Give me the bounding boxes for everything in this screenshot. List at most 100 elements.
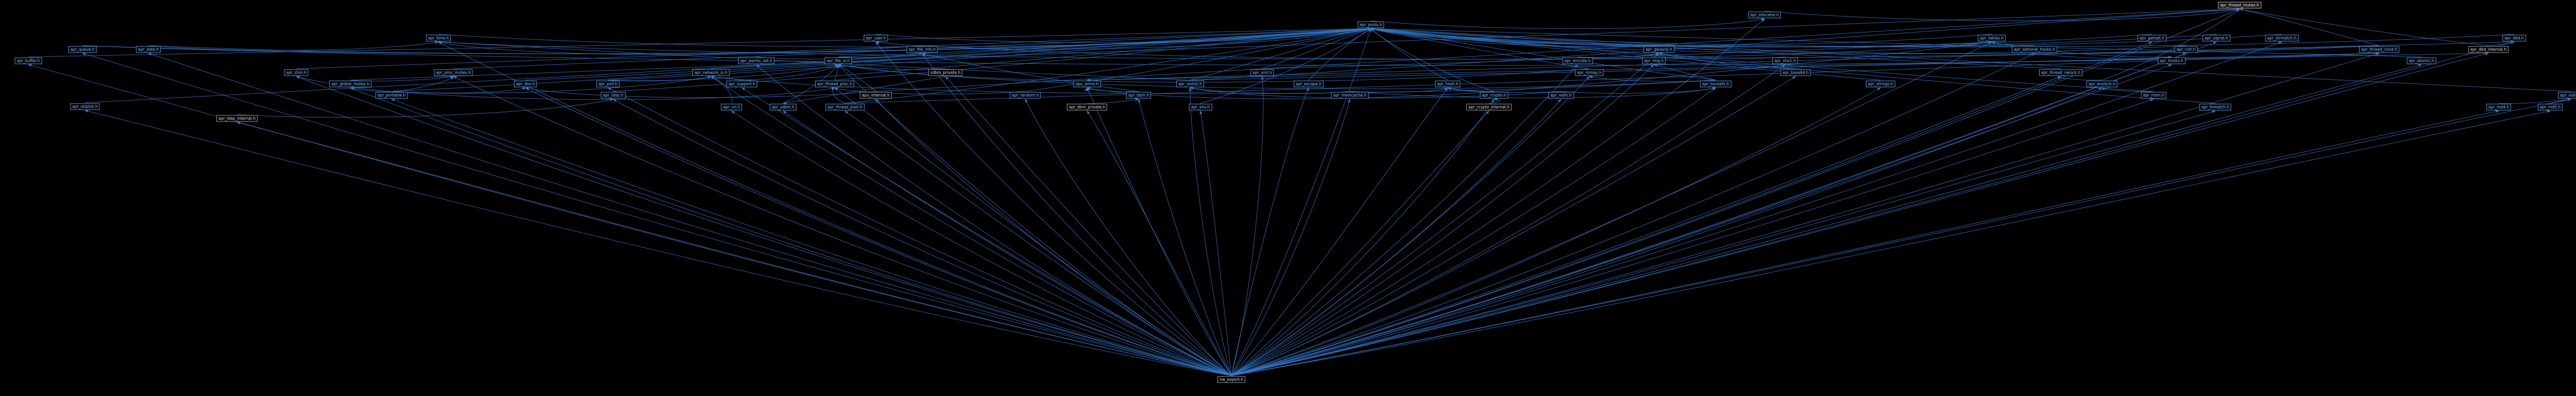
graph-node[interactable]: apr_sha1.h [1772, 57, 1798, 64]
graph-node[interactable]: apr_dbm_private.h [1066, 104, 1108, 111]
graph-node[interactable]: apr_dso.h [514, 80, 537, 88]
graph-node[interactable]: apr_hash.h [1435, 80, 1461, 88]
graph-node[interactable]: apr_xlate.h [2557, 92, 2576, 99]
graph-node[interactable]: apr_strings.h [1866, 80, 1895, 88]
graph-node[interactable]: apr_atomic.h [2406, 57, 2436, 64]
graph-edge [607, 88, 1232, 376]
graph-edge [922, 28, 1371, 50]
graph-node[interactable]: apr_shm.h [284, 69, 309, 76]
graph-node[interactable]: apr_dbd_internal.h [2468, 46, 2509, 53]
graph-edge [1231, 64, 2422, 376]
graph-node[interactable]: apr_file_io.h [824, 57, 852, 64]
graph-edge [391, 87, 835, 100]
graph-node[interactable]: apr_thread_rwlock.h [2039, 69, 2083, 76]
graph-node[interactable]: apr_buckets.h [1700, 80, 1732, 88]
graph-node[interactable]: apr_pools.h [1358, 21, 1384, 28]
graph-node[interactable]: apr_poll.h [596, 80, 620, 88]
graph-node[interactable]: apr_allocator.h [1748, 11, 1781, 19]
graph-node[interactable]: nw_export.h [1217, 376, 1246, 383]
graph-node[interactable]: apr_proc_mutex.h [434, 69, 473, 76]
graph-node[interactable]: apr_ldap_internal.h [216, 115, 258, 122]
graph-edge [1231, 110, 2216, 376]
graph-edge [1190, 8, 2240, 80]
graph-node[interactable]: apr_thread_proc.h [815, 80, 855, 88]
graph-node[interactable]: apr_escape.h [1294, 80, 1324, 88]
graph-edge [1308, 28, 1371, 80]
graph-node[interactable]: apr_base64.h [1780, 69, 1811, 76]
graph-node[interactable]: apr_file_info.h [906, 46, 938, 53]
graph-node[interactable]: apr_memcache.h [1331, 92, 1369, 99]
graph-node[interactable]: apr_anylock.h [2086, 80, 2118, 88]
graph-edge [710, 27, 1371, 69]
graph-node[interactable]: apr_cstr.h [2174, 46, 2198, 53]
graph-edge [1231, 64, 2172, 376]
graph-node[interactable]: apr_dbd.h [2502, 35, 2526, 42]
graph-edge [1231, 110, 2499, 376]
graph-node[interactable]: apr_signal.h [2202, 35, 2230, 42]
graph-edge [236, 122, 1232, 376]
graph-edge [1231, 53, 2489, 376]
graph-node[interactable]: apr_support.h [726, 80, 758, 88]
graph-node[interactable]: apr_hooks.h [2158, 57, 2185, 64]
graph-node[interactable]: apr_dbm.h [1126, 92, 1151, 99]
graph-edge [922, 41, 1992, 60]
graph-node[interactable]: apr_env.h [1189, 104, 1212, 111]
graph-node[interactable]: apr_thread_cond.h [2359, 46, 2399, 53]
graph-edge [391, 99, 1232, 376]
graph-node[interactable]: apr_reslist.h [1176, 80, 1204, 88]
graph-edge [1231, 9, 2240, 376]
graph-node[interactable]: apr_strmatch.h [2265, 35, 2299, 42]
graph-edge [1231, 87, 1448, 376]
graph-edge [1190, 28, 1371, 80]
graph-edge [1231, 42, 2153, 376]
graph-node[interactable]: apr_time.h [426, 35, 451, 42]
graph-node[interactable]: apr_encode.h [1562, 57, 1593, 64]
graph-node[interactable]: apr_ring.h [1641, 57, 1666, 64]
graph-node[interactable]: apr_queue.h [68, 46, 97, 53]
graph-node[interactable]: apr_optional_hooks.h [2012, 46, 2057, 53]
graph-node[interactable]: apr_sdbm.h [769, 104, 797, 111]
graph-edge [2102, 8, 2240, 80]
graph-node[interactable]: apr_xml.h [1250, 69, 1274, 76]
graph-edge [1991, 42, 2035, 46]
graph-node[interactable]: apr_buffer.h [14, 57, 42, 64]
graph-node[interactable]: sdbm_private.h [928, 69, 963, 76]
graph-node[interactable]: apr_crypto_internal.h [1466, 104, 1512, 111]
graph-node[interactable]: apr_thread_pool.h [825, 104, 865, 111]
graph-node[interactable]: apr_uri.h [721, 104, 742, 111]
graph-edge [844, 28, 1371, 104]
graph-node[interactable]: apr_tables.h [1977, 35, 2006, 42]
graph-node[interactable]: apr_date.h [135, 46, 161, 53]
graph-node[interactable]: apu_errno.h [1073, 80, 1101, 88]
graph-node[interactable]: apr_network_io.h [692, 69, 730, 76]
graph-edge [1231, 88, 2103, 376]
graph-node[interactable]: apu_internal.h [860, 92, 892, 99]
graph-edge [391, 76, 454, 92]
graph-node[interactable]: apr_fnmatch.h [2199, 104, 2232, 111]
graph-node[interactable]: apr_mmap.h [1575, 69, 1604, 76]
graph-edge [525, 87, 876, 98]
graph-node[interactable]: apr_general.h [1643, 46, 1674, 53]
graph-edge [1231, 87, 1716, 376]
graph-node[interactable]: apr_portable.h [375, 92, 408, 99]
graph-node[interactable]: apr_redis.h [1548, 92, 1574, 99]
graph-node[interactable]: apr_getopt.h [2138, 35, 2166, 42]
graph-node[interactable]: apr_ldap.h [601, 92, 625, 99]
graph-node[interactable]: apr_random.h [1009, 92, 1041, 99]
graph-edge [838, 64, 1232, 376]
graph-node[interactable]: apr_global_mutex.h [329, 80, 371, 88]
graph-node[interactable]: apr_crypto.h [1480, 92, 1509, 99]
graph-edge [1370, 28, 1590, 69]
graph-edge [1370, 28, 1495, 92]
graph-node[interactable]: apr_rmm.h [2141, 92, 2166, 99]
graph-node[interactable]: apr_skiplist.h [70, 103, 100, 110]
graph-node[interactable]: apr_md4.h [2486, 104, 2512, 111]
graph-edge [1087, 110, 1232, 376]
graph-node[interactable]: apr_user.h [863, 35, 888, 42]
graph-edge [1231, 76, 2061, 376]
graph-node[interactable]: apr_perms_set.h [738, 57, 775, 64]
graph-edge [1025, 98, 1232, 376]
graph-edge [1231, 64, 1654, 376]
graph-node[interactable]: apr_md5.h [2537, 104, 2563, 111]
graph-node[interactable]: apr_thread_mutex.h [2218, 2, 2261, 9]
